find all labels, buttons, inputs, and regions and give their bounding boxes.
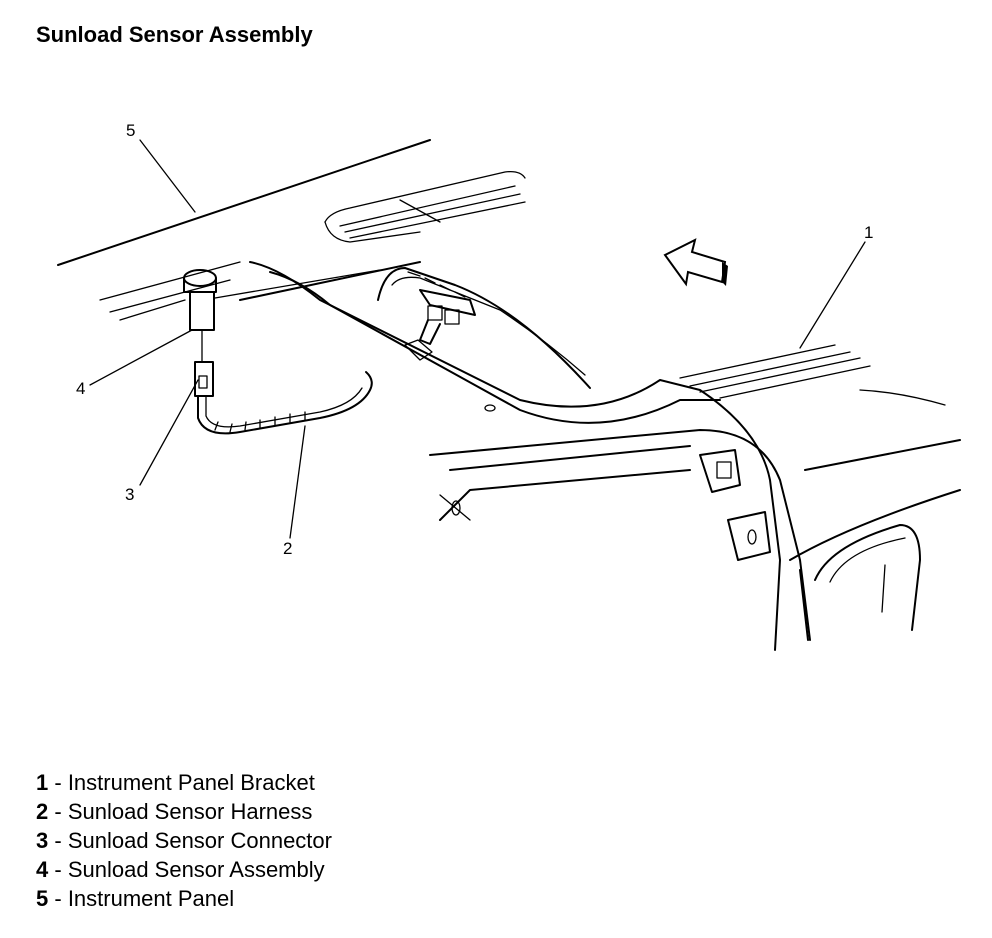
harness-clip-cluster — [404, 289, 476, 361]
legend-item: 5 - Instrument Panel — [36, 884, 332, 913]
legend-separator: - — [48, 886, 68, 911]
legend-item: 4 - Sunload Sensor Assembly — [36, 855, 332, 884]
legend-separator: - — [48, 799, 68, 824]
legend-item: 1 - Instrument Panel Bracket — [36, 768, 332, 797]
legend-label: Sunload Sensor Assembly — [67, 857, 325, 882]
callout-5: 5 — [126, 121, 135, 140]
legend-label: Sunload Sensor Connector — [67, 828, 332, 853]
legend-number: 2 — [36, 799, 49, 824]
diagram-title: Sunload Sensor Assembly — [36, 22, 313, 47]
front-arrow-icon — [663, 238, 728, 287]
sunload-sensor-illustration: 5 1 4 3 2 — [57, 121, 961, 651]
legend-label: Instrument Panel Bracket — [67, 770, 315, 795]
callout-2: 2 — [283, 539, 292, 558]
callout-1: 1 — [864, 223, 873, 242]
legend-label: Sunload Sensor Harness — [67, 799, 313, 824]
legend-label: Instrument Panel — [67, 886, 235, 911]
leader-lines — [89, 139, 866, 539]
instrument-panel-bracket-outline — [239, 261, 961, 651]
sunload-sensor-connector — [194, 361, 214, 397]
parts-legend: 1 - Instrument Panel Bracket 2 - Sunload… — [36, 768, 332, 913]
legend-item: 2 - Sunload Sensor Harness — [36, 797, 332, 826]
legend-separator: - — [48, 828, 68, 853]
legend-number: 4 — [36, 857, 49, 882]
legend-separator: - — [48, 770, 68, 795]
legend-number: 5 — [36, 886, 49, 911]
instrument-panel-outline — [57, 139, 946, 406]
legend-separator: - — [48, 857, 68, 882]
callout-4: 4 — [76, 379, 85, 398]
sunload-sensor-harness — [197, 271, 466, 435]
legend-number: 1 — [36, 770, 49, 795]
sunload-sensor-assembly — [183, 269, 217, 363]
legend-item: 3 - Sunload Sensor Connector — [36, 826, 332, 855]
legend-number: 3 — [36, 828, 49, 853]
callout-3: 3 — [125, 485, 134, 504]
